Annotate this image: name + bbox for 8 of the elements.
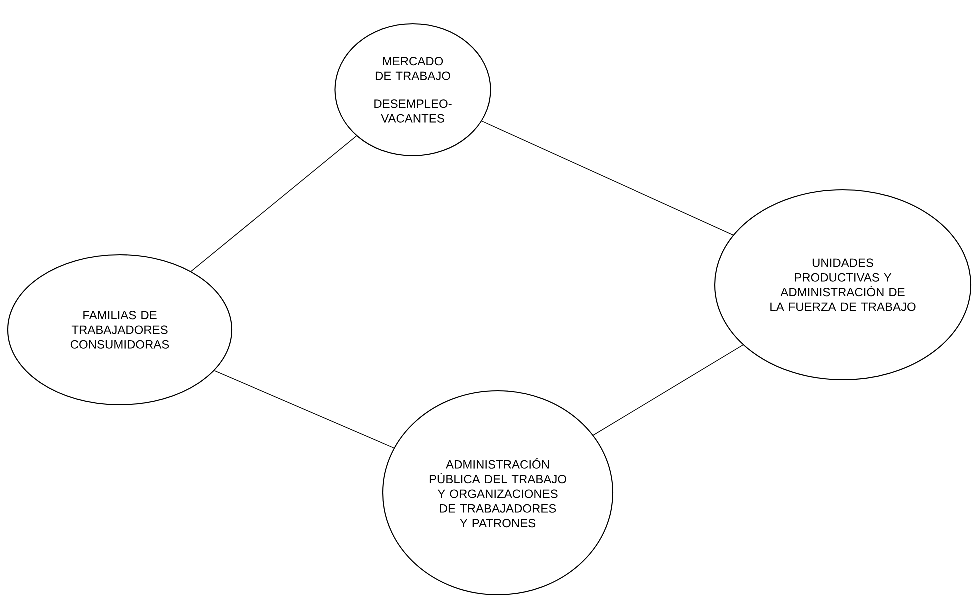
connector-line — [593, 344, 744, 436]
ellipse-node: MERCADO DE TRABAJO DESEMPLEO-VACANTES — [334, 23, 492, 157]
connector-line — [482, 120, 734, 236]
ellipse-node: FAMILIAS DE TRABAJADORES CONSUMIDORAS — [7, 254, 233, 406]
connector-line — [214, 370, 394, 449]
ellipse-node: ADMINISTRACIÓN PÚBLICA DEL TRABAJO Y ORGANIZACIONES DE TRABAJADORES Y PATRONES — [382, 390, 614, 596]
connector-line — [190, 136, 358, 272]
ellipse-node: UNIDADES PRODUCTIVAS Y ADMINISTRACIÓN DE LA FUERZA DE TRABAJO — [714, 189, 972, 381]
